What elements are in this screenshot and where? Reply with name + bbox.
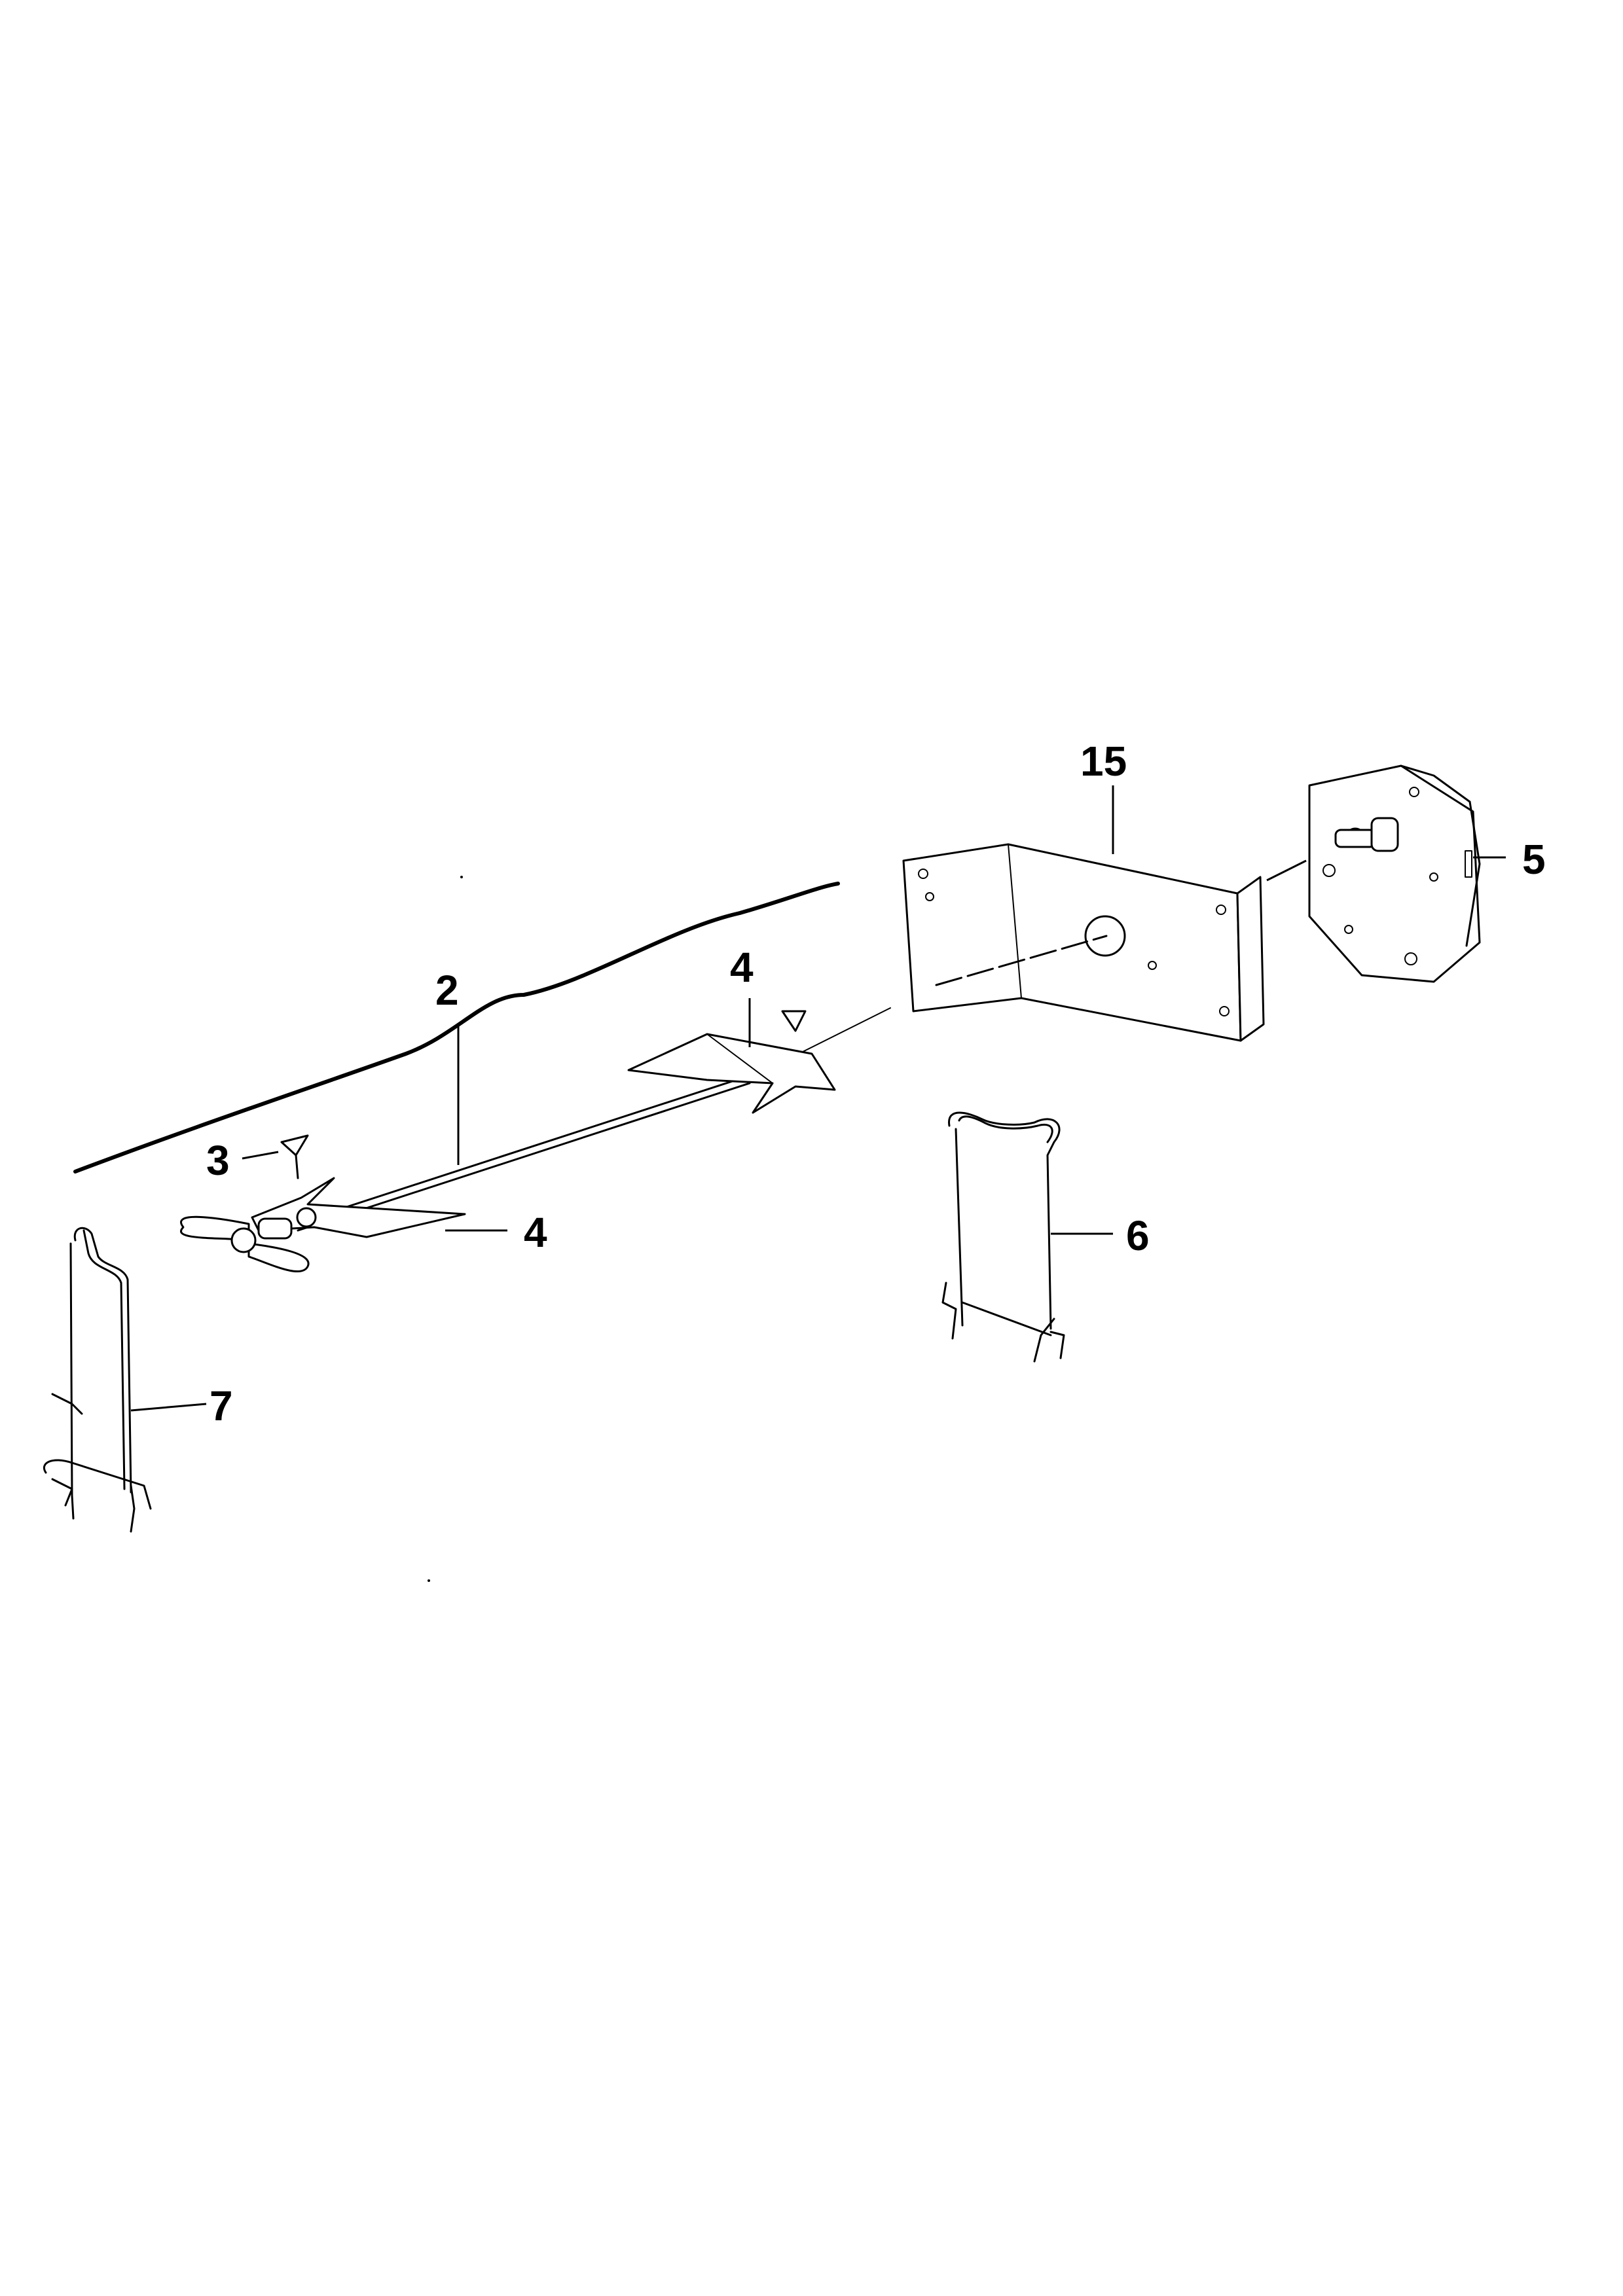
callout-7: 7 bbox=[210, 1382, 233, 1429]
callout-6: 6 bbox=[1126, 1212, 1150, 1259]
motor-part-5 bbox=[1308, 764, 1481, 983]
leader-lines bbox=[130, 785, 1506, 1412]
callout-5: 5 bbox=[1522, 836, 1546, 883]
thumb-screw-part-3 bbox=[280, 1134, 309, 1179]
callout-2: 2 bbox=[435, 967, 459, 1014]
spit-rod-part-2 bbox=[293, 1007, 891, 1232]
spit-outline-curve bbox=[73, 882, 840, 1174]
wire-rack-part-6 bbox=[941, 1111, 1065, 1363]
bracket-plate-part-15 bbox=[902, 843, 1265, 1042]
speck-dot bbox=[428, 1579, 430, 1582]
callout-4-bottom: 4 bbox=[524, 1209, 547, 1256]
callout-3: 3 bbox=[206, 1137, 230, 1184]
speck-dot bbox=[460, 876, 463, 878]
wire-rack-part-7 bbox=[43, 1227, 152, 1533]
callout-4-top: 4 bbox=[730, 944, 754, 991]
spit-handle bbox=[180, 1207, 317, 1273]
fork-part-4-top bbox=[627, 1010, 836, 1114]
callout-15: 15 bbox=[1080, 738, 1127, 785]
